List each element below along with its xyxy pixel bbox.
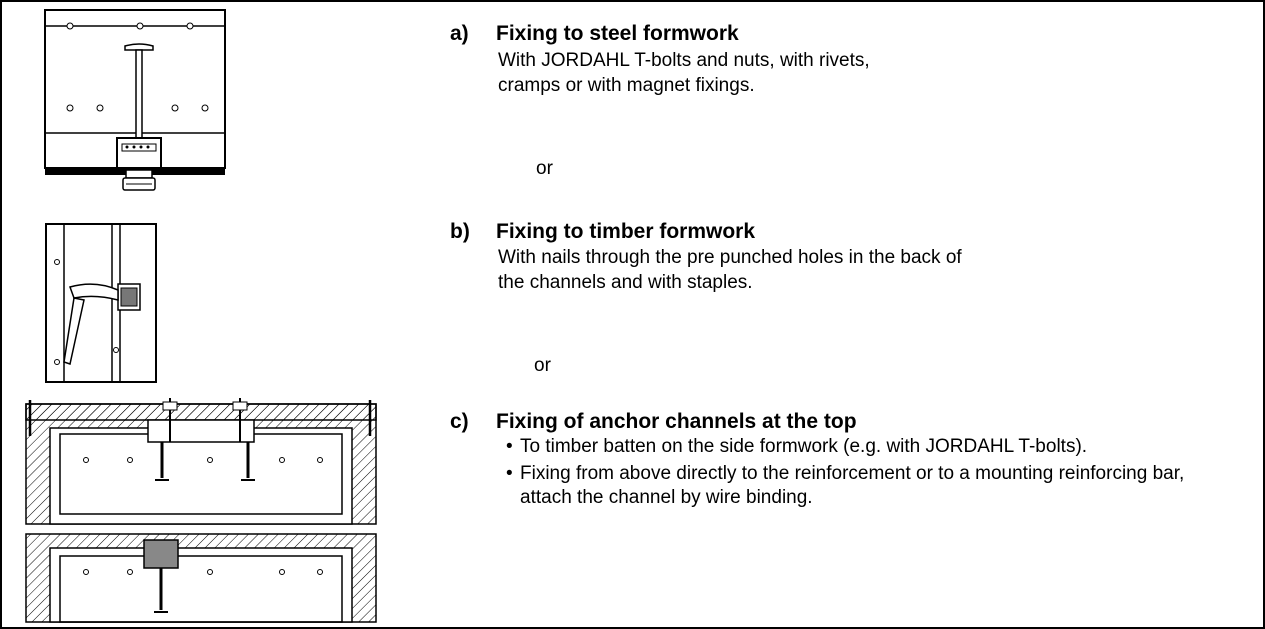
bullet-list: To timber batten on the side formwork (e… bbox=[506, 435, 1240, 510]
bullet-item: To timber batten on the side formwork (e… bbox=[506, 435, 1240, 459]
description-line: With JORDAHL T-bolts and nuts, with rive… bbox=[498, 50, 870, 71]
timber-formwork-nailing-icon bbox=[45, 223, 157, 383]
section-letter: a) bbox=[450, 22, 469, 45]
section-description: With nails through the pre punched holes… bbox=[498, 245, 962, 295]
top-fixing-icon bbox=[25, 398, 377, 623]
section-letter: b) bbox=[450, 220, 470, 243]
or-separator: or bbox=[536, 158, 553, 179]
section-title: Fixing of anchor channels at the top bbox=[496, 410, 857, 433]
description-line: the channels and with staples. bbox=[498, 272, 753, 293]
description-line: With nails through the pre punched holes… bbox=[498, 247, 962, 268]
or-separator: or bbox=[534, 355, 551, 376]
bullet-item: Fixing from above directly to the reinfo… bbox=[506, 462, 1240, 510]
description-line: cramps or with magnet fixings. bbox=[498, 75, 755, 96]
section-letter: c) bbox=[450, 410, 469, 433]
section-title: Fixing to steel formwork bbox=[496, 22, 739, 45]
section-title: Fixing to timber formwork bbox=[496, 220, 756, 243]
section-description: With JORDAHL T-bolts and nuts, with rive… bbox=[498, 48, 870, 98]
steel-formwork-fixing-icon bbox=[44, 9, 226, 191]
